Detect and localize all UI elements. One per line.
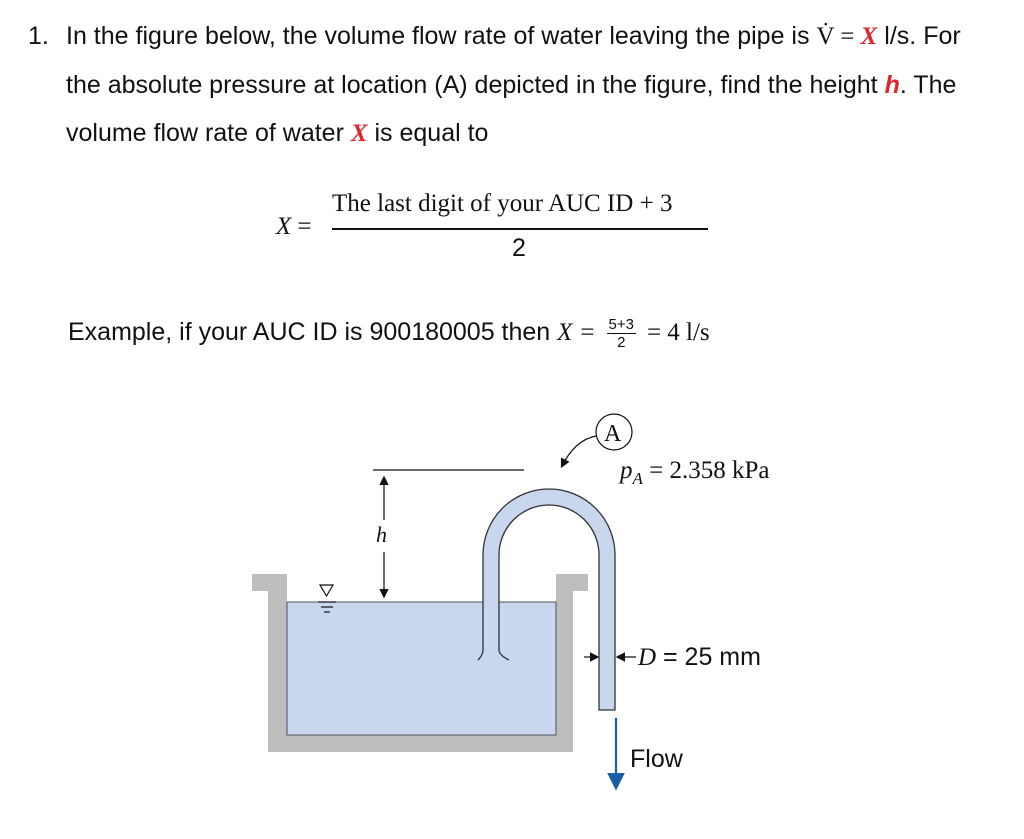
example-fraction: 5+3 2 <box>606 316 636 351</box>
example-prefix: Example, if your AUC ID is 900180005 the… <box>68 318 558 347</box>
example-line: Example, if your AUC ID is 900180005 the… <box>68 316 710 351</box>
var-h: h <box>884 71 900 99</box>
example-lhs: X = <box>557 319 596 347</box>
fraction-bar <box>332 228 708 230</box>
tank-water <box>286 601 557 736</box>
problem-text-4: is equal to <box>367 119 489 147</box>
problem-text-2: l/s. For the absolute pressure at locati… <box>66 22 961 99</box>
free-surface-symbol <box>318 584 336 613</box>
formula-denominator: 2 <box>512 234 526 262</box>
problem-paragraph: In the figure below, the volume flow rat… <box>66 12 996 158</box>
diameter-label: D = 25 mm <box>637 643 761 671</box>
var-x-1: X <box>860 23 878 50</box>
var-x-2: X <box>350 120 368 147</box>
tank-wall <box>252 574 588 752</box>
equals-sign: = <box>834 23 861 50</box>
siphon-tube <box>482 488 616 711</box>
problem-text-3: . The volume flow rate of water <box>66 71 957 147</box>
problem-text-1: In the figure below, the volume flow rat… <box>66 22 810 50</box>
pressure-label: pA = 2.358 kPa <box>618 457 770 488</box>
formula-numerator: The last digit of your AUC ID + 3 <box>332 190 673 217</box>
problem-number: 1. <box>28 22 49 50</box>
point-a-label: A <box>604 421 622 447</box>
flow-label: Flow <box>630 745 684 773</box>
example-frac-den: 2 <box>617 334 626 351</box>
formula-eq: = <box>291 213 312 240</box>
formula-x: X <box>276 213 292 240</box>
point-a-circle <box>595 413 633 451</box>
height-label: h <box>376 522 387 547</box>
example-frac-num: 5+3 <box>606 316 636 334</box>
flow-rate-symbol: V̇ <box>816 23 835 50</box>
formula-lhs: X = <box>276 213 312 241</box>
example-result: = 4 l/s <box>646 319 710 347</box>
